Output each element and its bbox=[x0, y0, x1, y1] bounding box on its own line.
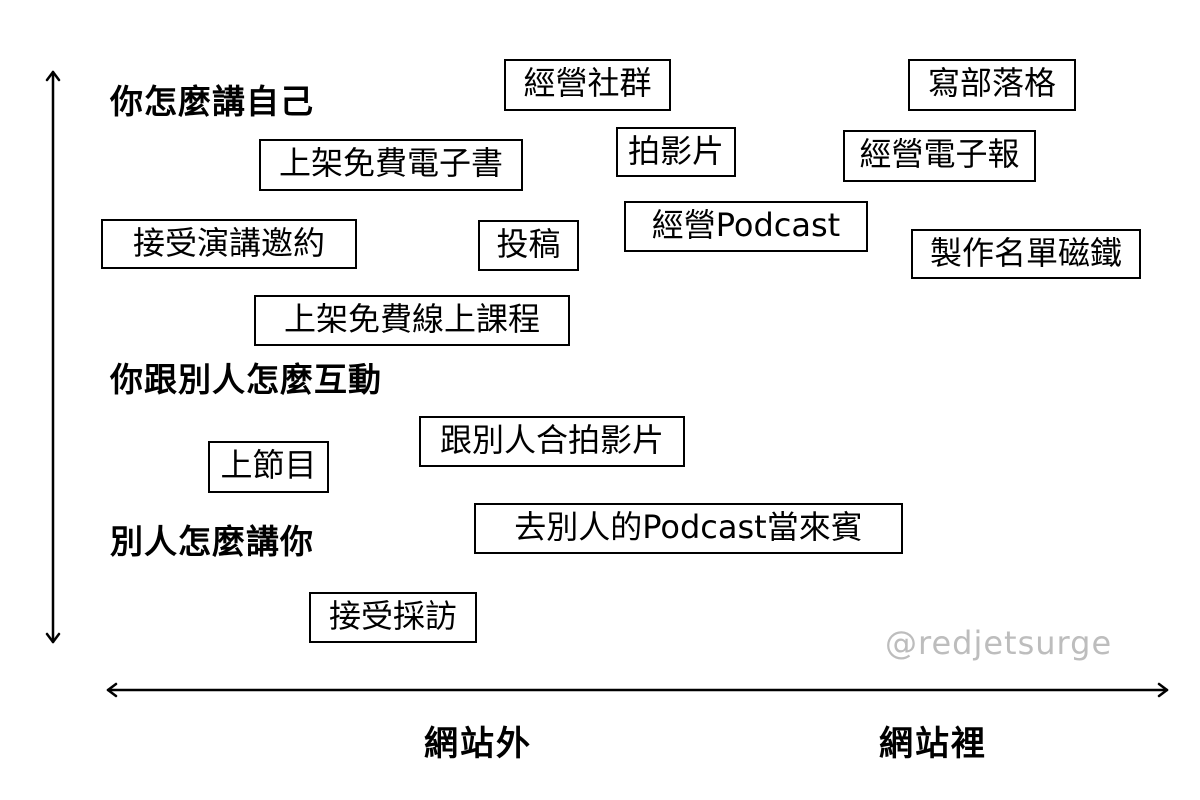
item-box-video: 拍影片 bbox=[616, 127, 736, 177]
category-label-interact: 你跟別人怎麼互動 bbox=[110, 360, 382, 399]
item-box-ebook: 上架免費電子書 bbox=[259, 139, 523, 191]
item-box-interview: 接受採訪 bbox=[309, 592, 477, 643]
item-box-speaking: 接受演講邀約 bbox=[101, 219, 357, 269]
x-axis-label-outside: 網站外 bbox=[424, 724, 532, 764]
item-box-newsletter: 經營電子報 bbox=[843, 130, 1036, 182]
item-box-lead-magnet: 製作名單磁鐵 bbox=[911, 229, 1141, 279]
watermark: @redjetsurge bbox=[885, 624, 1113, 662]
item-box-collab-video: 跟別人合拍影片 bbox=[419, 416, 685, 467]
category-label-others: 別人怎麼講你 bbox=[110, 522, 314, 561]
item-box-community: 經營社群 bbox=[504, 59, 671, 111]
category-label-self: 你怎麼講自己 bbox=[110, 82, 314, 121]
item-box-blog: 寫部落格 bbox=[908, 59, 1076, 111]
item-box-show: 上節目 bbox=[208, 441, 329, 493]
item-box-course: 上架免費線上課程 bbox=[254, 295, 570, 346]
vertical-axis-arrow bbox=[45, 70, 61, 644]
item-box-podcast: 經營Podcast bbox=[624, 201, 868, 252]
item-box-contribute: 投稿 bbox=[478, 220, 579, 271]
horizontal-axis-arrow bbox=[106, 682, 1169, 698]
item-box-guest-podcast: 去別人的Podcast當來賓 bbox=[474, 503, 903, 554]
x-axis-label-inside: 網站裡 bbox=[879, 724, 987, 764]
